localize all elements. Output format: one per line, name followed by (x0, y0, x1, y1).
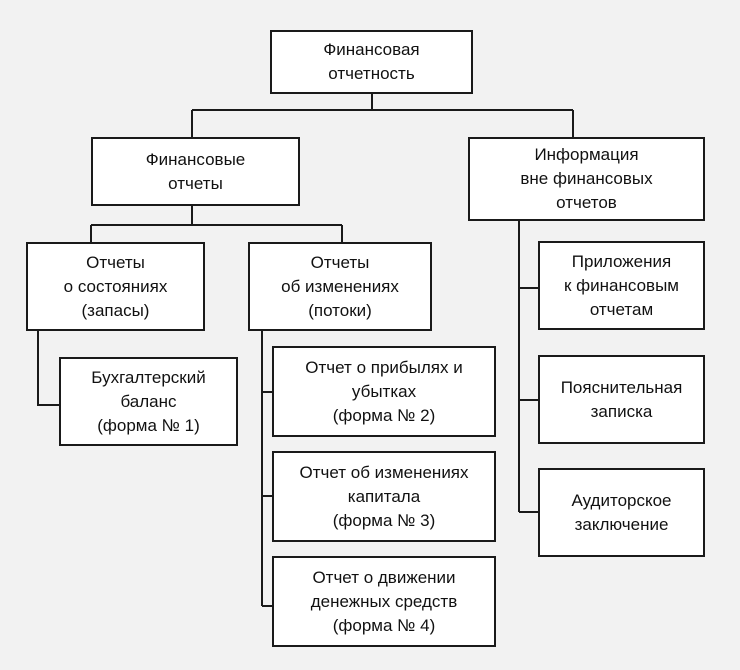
node-info-outside-reports: Информация вне финансовых отчетов (468, 137, 705, 221)
node-financial-reports: Финансовые отчеты (91, 137, 300, 206)
node-appendices: Приложения к финансовым отчетам (538, 241, 705, 330)
node-capital-changes-statement: Отчет об изменениях капитала (форма № 3) (272, 451, 496, 542)
node-explanatory-note: Пояснительная записка (538, 355, 705, 444)
node-change-reports: Отчеты об изменениях (потоки) (248, 242, 432, 331)
node-audit-report: Аудиторское заключение (538, 468, 705, 557)
node-balance-sheet: Бухгалтерский баланс (форма № 1) (59, 357, 238, 446)
node-profit-loss-statement: Отчет о прибылях и убытках (форма № 2) (272, 346, 496, 437)
node-cash-flow-statement: Отчет о движении денежных средств (форма… (272, 556, 496, 647)
node-state-reports: Отчеты о состояниях (запасы) (26, 242, 205, 331)
connector-to-balance-sheet (37, 330, 60, 406)
node-financial-reporting: Финансовая отчетность (270, 30, 473, 94)
